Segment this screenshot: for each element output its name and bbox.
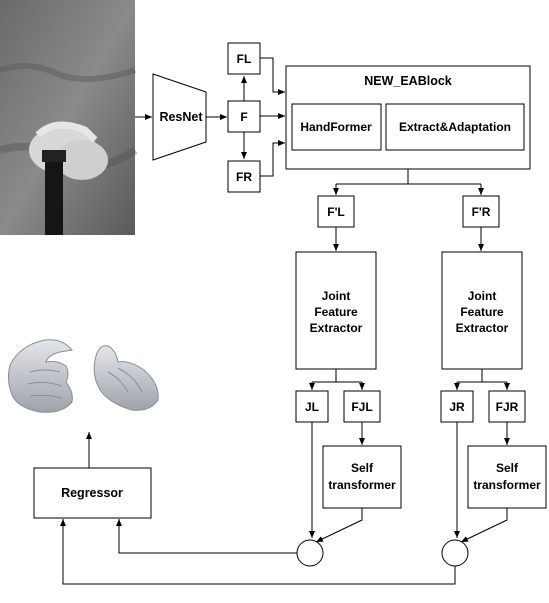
extract-adaptation-block — [385, 103, 525, 151]
jfe-right-line2: Feature — [460, 305, 504, 319]
f-label: F — [240, 110, 247, 124]
eablock-title: NEW_EABlock — [364, 74, 452, 88]
fl-node — [227, 42, 261, 75]
fpr-label: F'R — [472, 205, 491, 219]
fjl-label: FJL — [351, 400, 372, 414]
jfe-right-line1: Joint — [468, 289, 497, 303]
self-left-line2: transformer — [328, 478, 396, 492]
jr-label: JR — [449, 400, 465, 414]
self-right-line1: Self — [496, 461, 519, 475]
resnet-label: ResNet — [159, 110, 203, 124]
self-transformer-right — [467, 445, 547, 509]
jfe-left-line2: Feature — [314, 305, 358, 319]
resnet-block: ResNet — [152, 73, 207, 161]
regressor-label: Regressor — [61, 486, 123, 500]
fjr-node — [488, 390, 526, 423]
jfe-left-line3: Extractor — [310, 321, 363, 335]
self-left-line1: Self — [351, 461, 374, 475]
fusion-node-left — [296, 539, 324, 567]
fpl-label: F'L — [327, 205, 345, 219]
self-transformer-left — [322, 445, 402, 509]
jl-label: JL — [305, 400, 319, 414]
jr-node — [440, 390, 474, 423]
fusion-node-right — [441, 539, 469, 567]
handformer-label: HandFormer — [300, 120, 372, 134]
fl-label: FL — [237, 52, 252, 66]
extract-adaptation-label: Extract&Adaptation — [399, 120, 511, 134]
output-hand-mesh — [7, 339, 159, 413]
eablock: NEW_EABlock HandFormer Extract&Adaptatio… — [285, 65, 531, 170]
input-photo — [0, 0, 138, 235]
jfe-right-line3: Extractor — [456, 321, 509, 335]
fjr-label: FJR — [496, 400, 519, 414]
fr-label: FR — [236, 170, 252, 184]
joint-feature-extractor-left — [295, 251, 377, 370]
self-right-line2: transformer — [473, 478, 541, 492]
fpr-node — [462, 195, 500, 228]
jfe-left-line1: Joint — [322, 289, 351, 303]
handformer-block — [291, 103, 382, 151]
regressor-block — [33, 467, 152, 519]
